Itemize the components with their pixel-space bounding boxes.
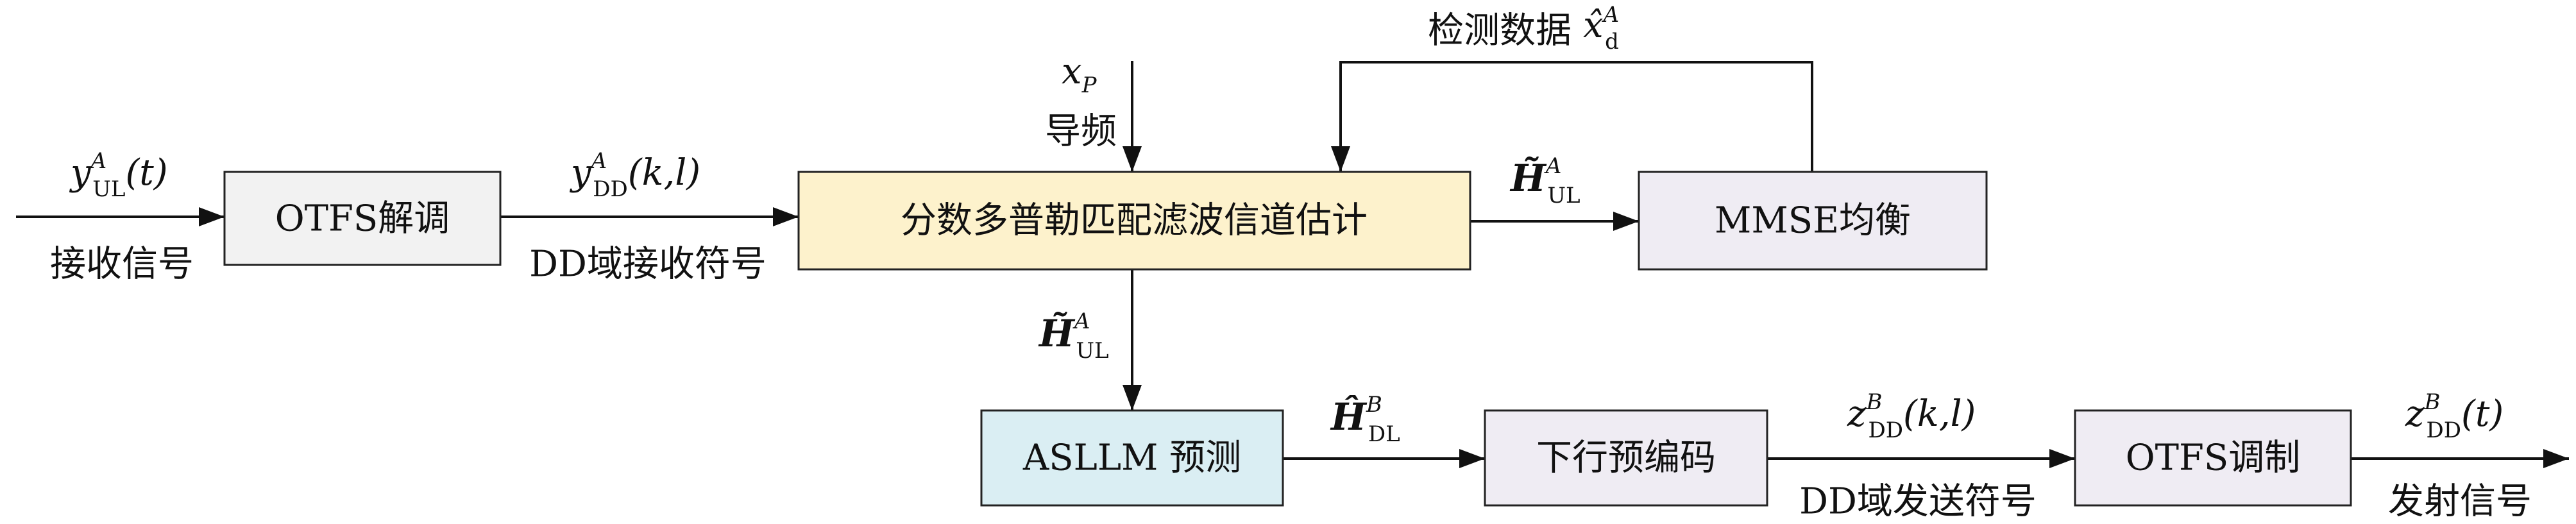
block-channel-estimator-label: 分数多普勒匹配滤波信道估计 [901,200,1368,242]
label-transmit-signal: 发射信号 [2388,481,2532,523]
block-mmse-equalizer-label: MMSE均衡 [1715,200,1911,242]
block-downlink-precoder: 下行预编码 [1484,409,1768,507]
math-x-p: xP [1062,51,1097,98]
arrow-feedback-detected-data [1331,61,1813,172]
block-otfs-demod-label: OTFS解调 [275,198,450,240]
label-received-signal: 接收信号 [50,244,194,285]
label-dd-received-symbols: DD域接收符号 [529,244,767,285]
block-asllm-predict-label: ASLLM 预测 [1022,437,1241,479]
block-downlink-precoder-label: 下行预编码 [1536,437,1716,479]
block-otfs-mod-label: OTFS调制 [2126,437,2300,479]
block-asllm-predict: ASLLM 预测 [980,409,1284,507]
block-otfs-mod: OTFS调制 [2074,409,2352,507]
block-otfs-demod: OTFS解调 [223,171,502,266]
label-detected-data: 检测数据 [1428,10,1572,52]
block-channel-estimator: 分数多普勒匹配滤波信道估计 [797,171,1471,271]
block-mmse-equalizer: MMSE均衡 [1638,171,1988,271]
label-dd-transmit-symbols: DD域发送符号 [1799,481,2037,523]
label-pilot: 导频 [1045,111,1117,153]
